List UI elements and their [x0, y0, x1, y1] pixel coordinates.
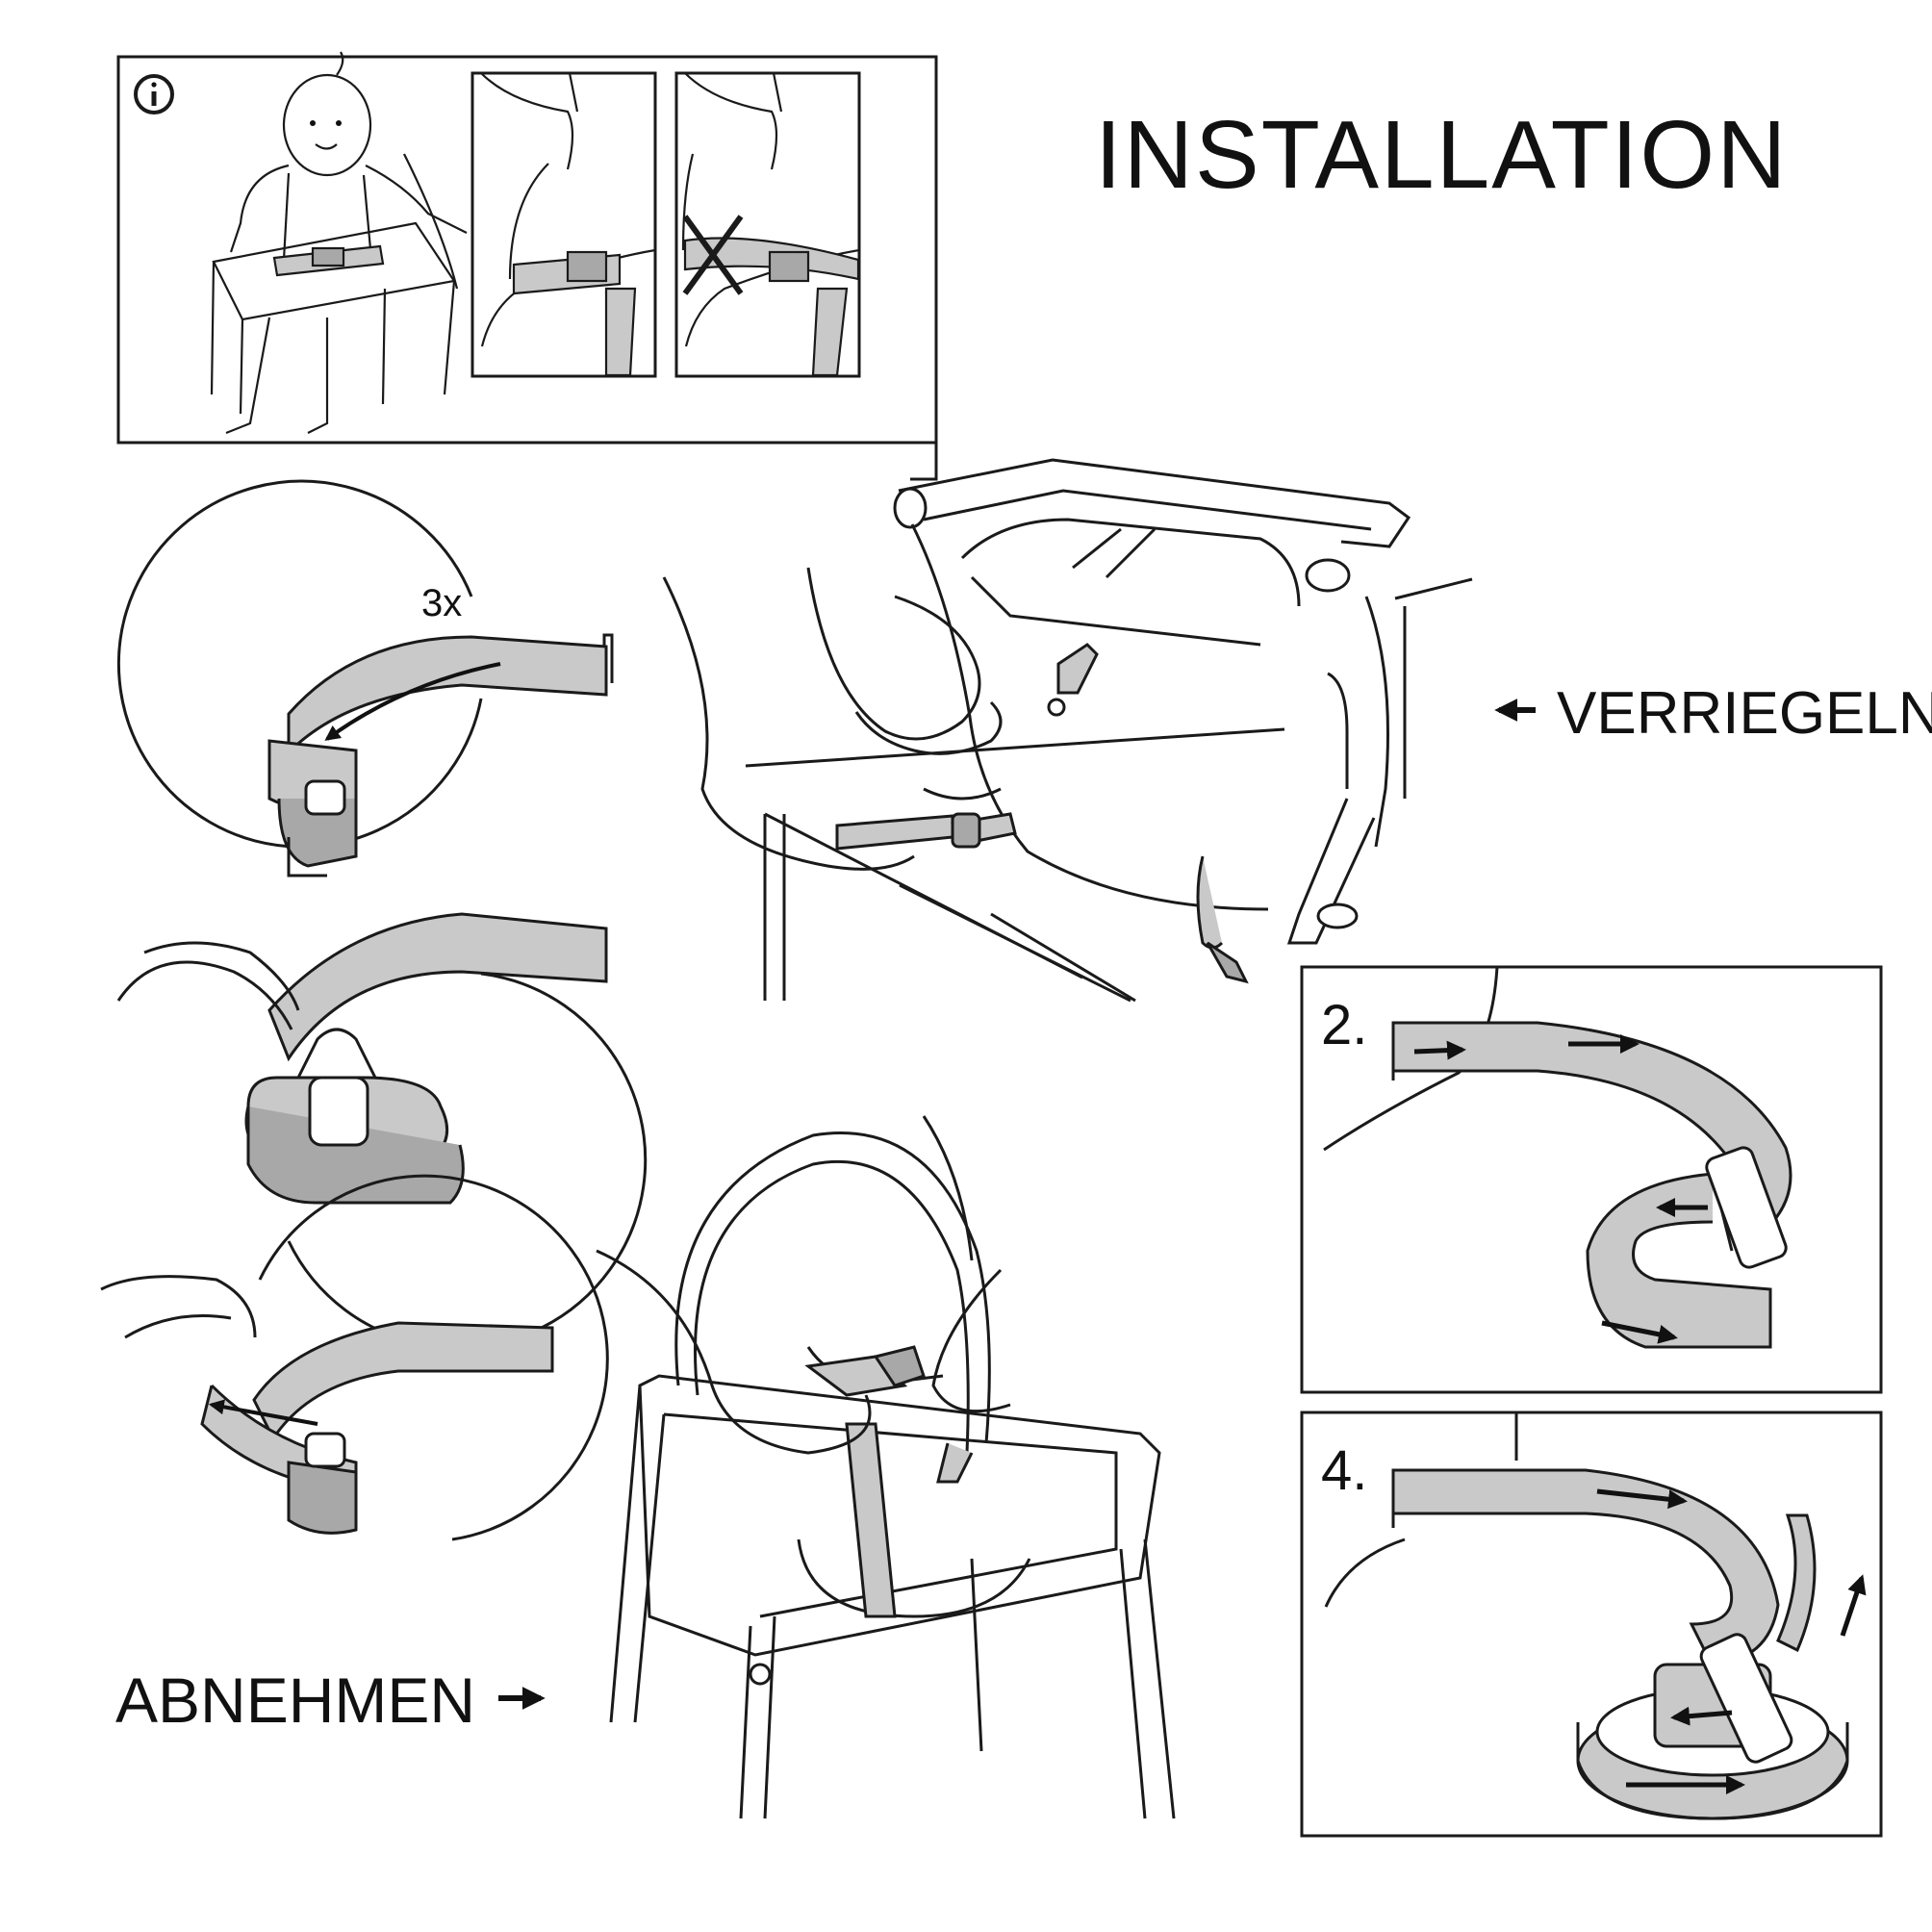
detail-view-removal — [100, 1174, 609, 1541]
remove-label: ABNEHMEN — [115, 1665, 546, 1736]
info-icon — [134, 74, 174, 114]
step-4-label: 4. — [1321, 1439, 1367, 1502]
lock-label-text: VERRIEGELN — [1557, 680, 1932, 747]
cross-mark-icon — [682, 215, 744, 295]
step-2-panel — [1300, 965, 1883, 1394]
page-title: INSTALLATION — [1095, 101, 1788, 209]
lock-label: VERRIEGELN — [1494, 680, 1932, 747]
detail-view-3x — [116, 479, 614, 877]
remove-label-text: ABNEHMEN — [115, 1665, 475, 1736]
high-chair-illustration — [596, 1115, 1176, 1819]
repeat-label: 3x — [421, 582, 462, 624]
step-4-panel — [1300, 1411, 1883, 1838]
seat-insert-illustration — [662, 458, 1473, 1003]
baby-in-chair-illustration — [210, 51, 468, 435]
step-2-label: 2. — [1321, 994, 1367, 1056]
info-panel — [116, 51, 938, 481]
detail-view-threading — [116, 912, 648, 1349]
